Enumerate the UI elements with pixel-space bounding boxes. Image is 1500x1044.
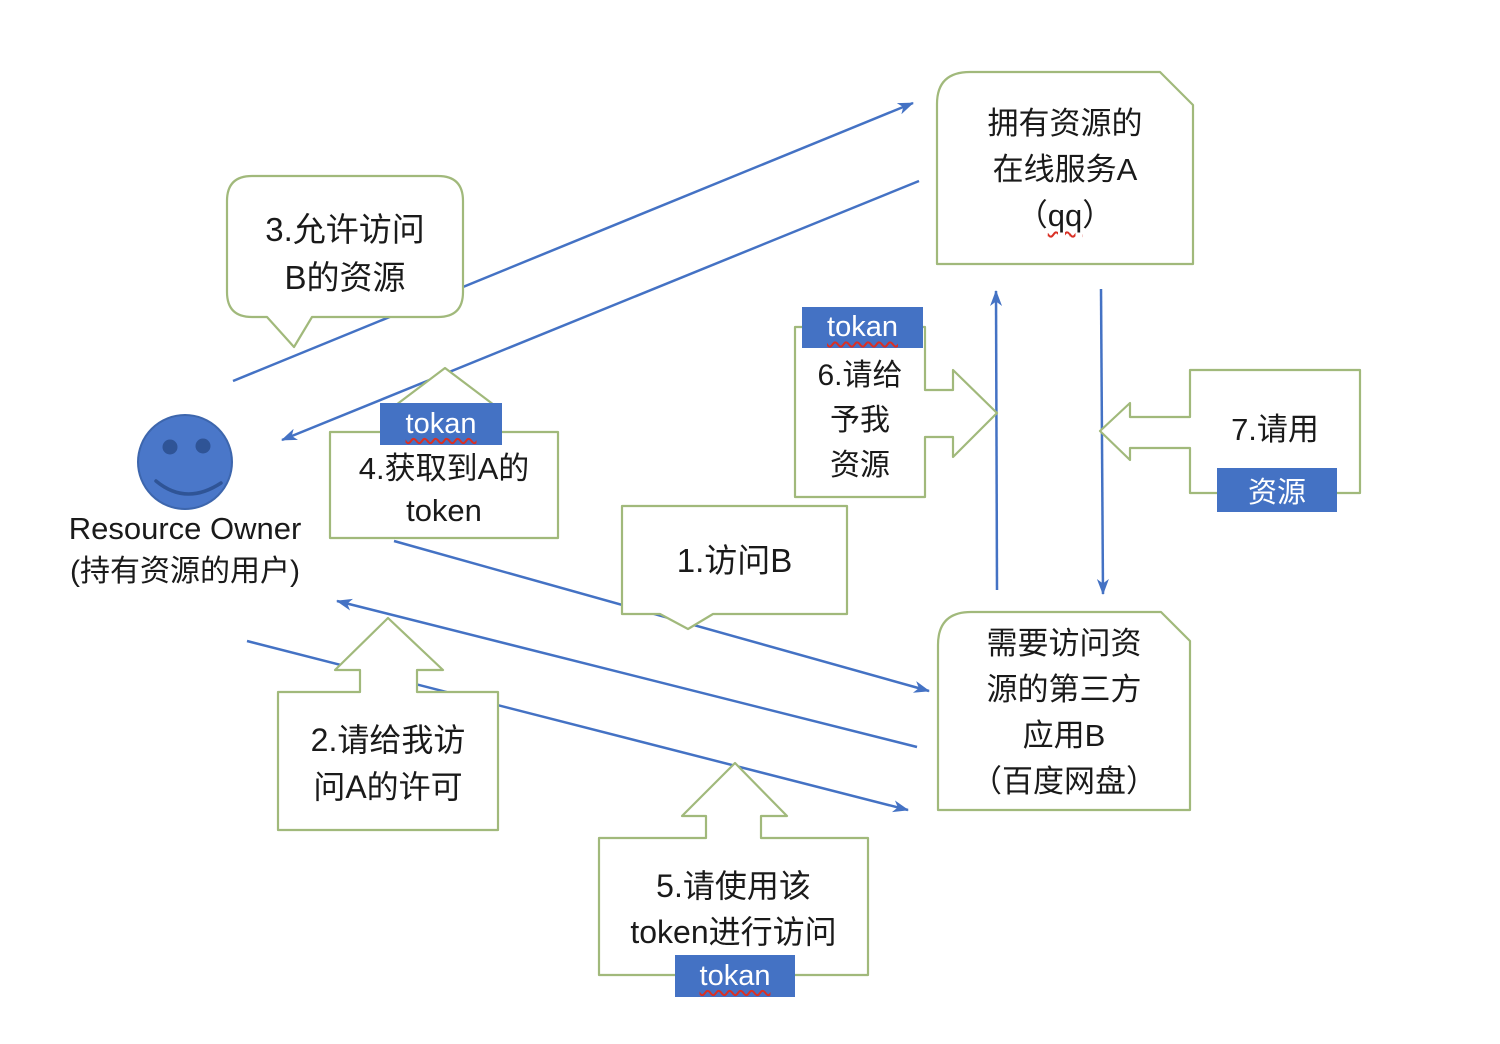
left-eye-icon <box>162 439 178 455</box>
step7-label: 7.请用 <box>1231 412 1319 447</box>
app-b-line4: （百度网盘） <box>971 764 1157 799</box>
app-b-line2: 源的第三方 <box>986 672 1142 707</box>
service-a-line3: （qq） <box>1016 198 1114 233</box>
step1-callout <box>620 504 849 631</box>
arrow-app-b-to-service-a <box>990 290 1003 591</box>
token-badge-step4: tokan <box>380 403 502 445</box>
service-a-box <box>935 70 1195 266</box>
app-b-line3: 应用B <box>1022 718 1106 753</box>
service-a-line2: 在线服务A <box>992 152 1138 187</box>
arrow-user-to-service-a <box>232 101 914 383</box>
step3-label: 3.允许访问 B的资源 <box>265 211 425 296</box>
step7-box <box>1098 368 1362 495</box>
arrow-service-a-to-app-b <box>1096 288 1109 595</box>
step1-label: 1.访问B <box>676 541 793 579</box>
token-badge-step5: tokan <box>675 955 795 997</box>
arrow-service-a-to-user <box>281 179 920 442</box>
smile-icon <box>154 479 223 496</box>
service-a-qq: qq <box>1047 198 1083 233</box>
app-b-box <box>936 610 1192 812</box>
app-b-line1: 需要访问资 <box>986 626 1142 661</box>
app-b-label: 需要访问资 源的第三方 应用B （百度网盘） <box>938 621 1190 805</box>
resource-badge-step7: 资源 <box>1217 468 1337 512</box>
step4-label: 4.获取到A的 token <box>358 451 530 528</box>
resource-owner-subtitle: (持有资源的用户) <box>70 555 300 588</box>
step5-box <box>597 761 870 977</box>
resource-owner-avatar <box>137 414 233 510</box>
step5-label: 5.请使用该 token进行访问 <box>630 868 837 950</box>
resource-owner-name: Resource Owner <box>68 511 302 546</box>
service-a-label: 拥有资源的 在线服务A （qq） <box>937 101 1193 239</box>
service-a-line1: 拥有资源的 <box>987 106 1143 141</box>
arrow-app-b-to-user <box>336 598 918 749</box>
step2-label: 2.请给我访 问A的许可 <box>310 722 466 805</box>
step6-label: 6.请给 予我 资源 <box>817 359 903 482</box>
right-eye-icon <box>195 438 211 454</box>
step6-box <box>793 325 999 499</box>
step3-callout <box>225 174 465 349</box>
step2-box <box>276 616 500 832</box>
resource-owner-label: Resource Owner (持有资源的用户) <box>25 507 345 593</box>
token-badge-step6: tokan <box>802 307 923 348</box>
